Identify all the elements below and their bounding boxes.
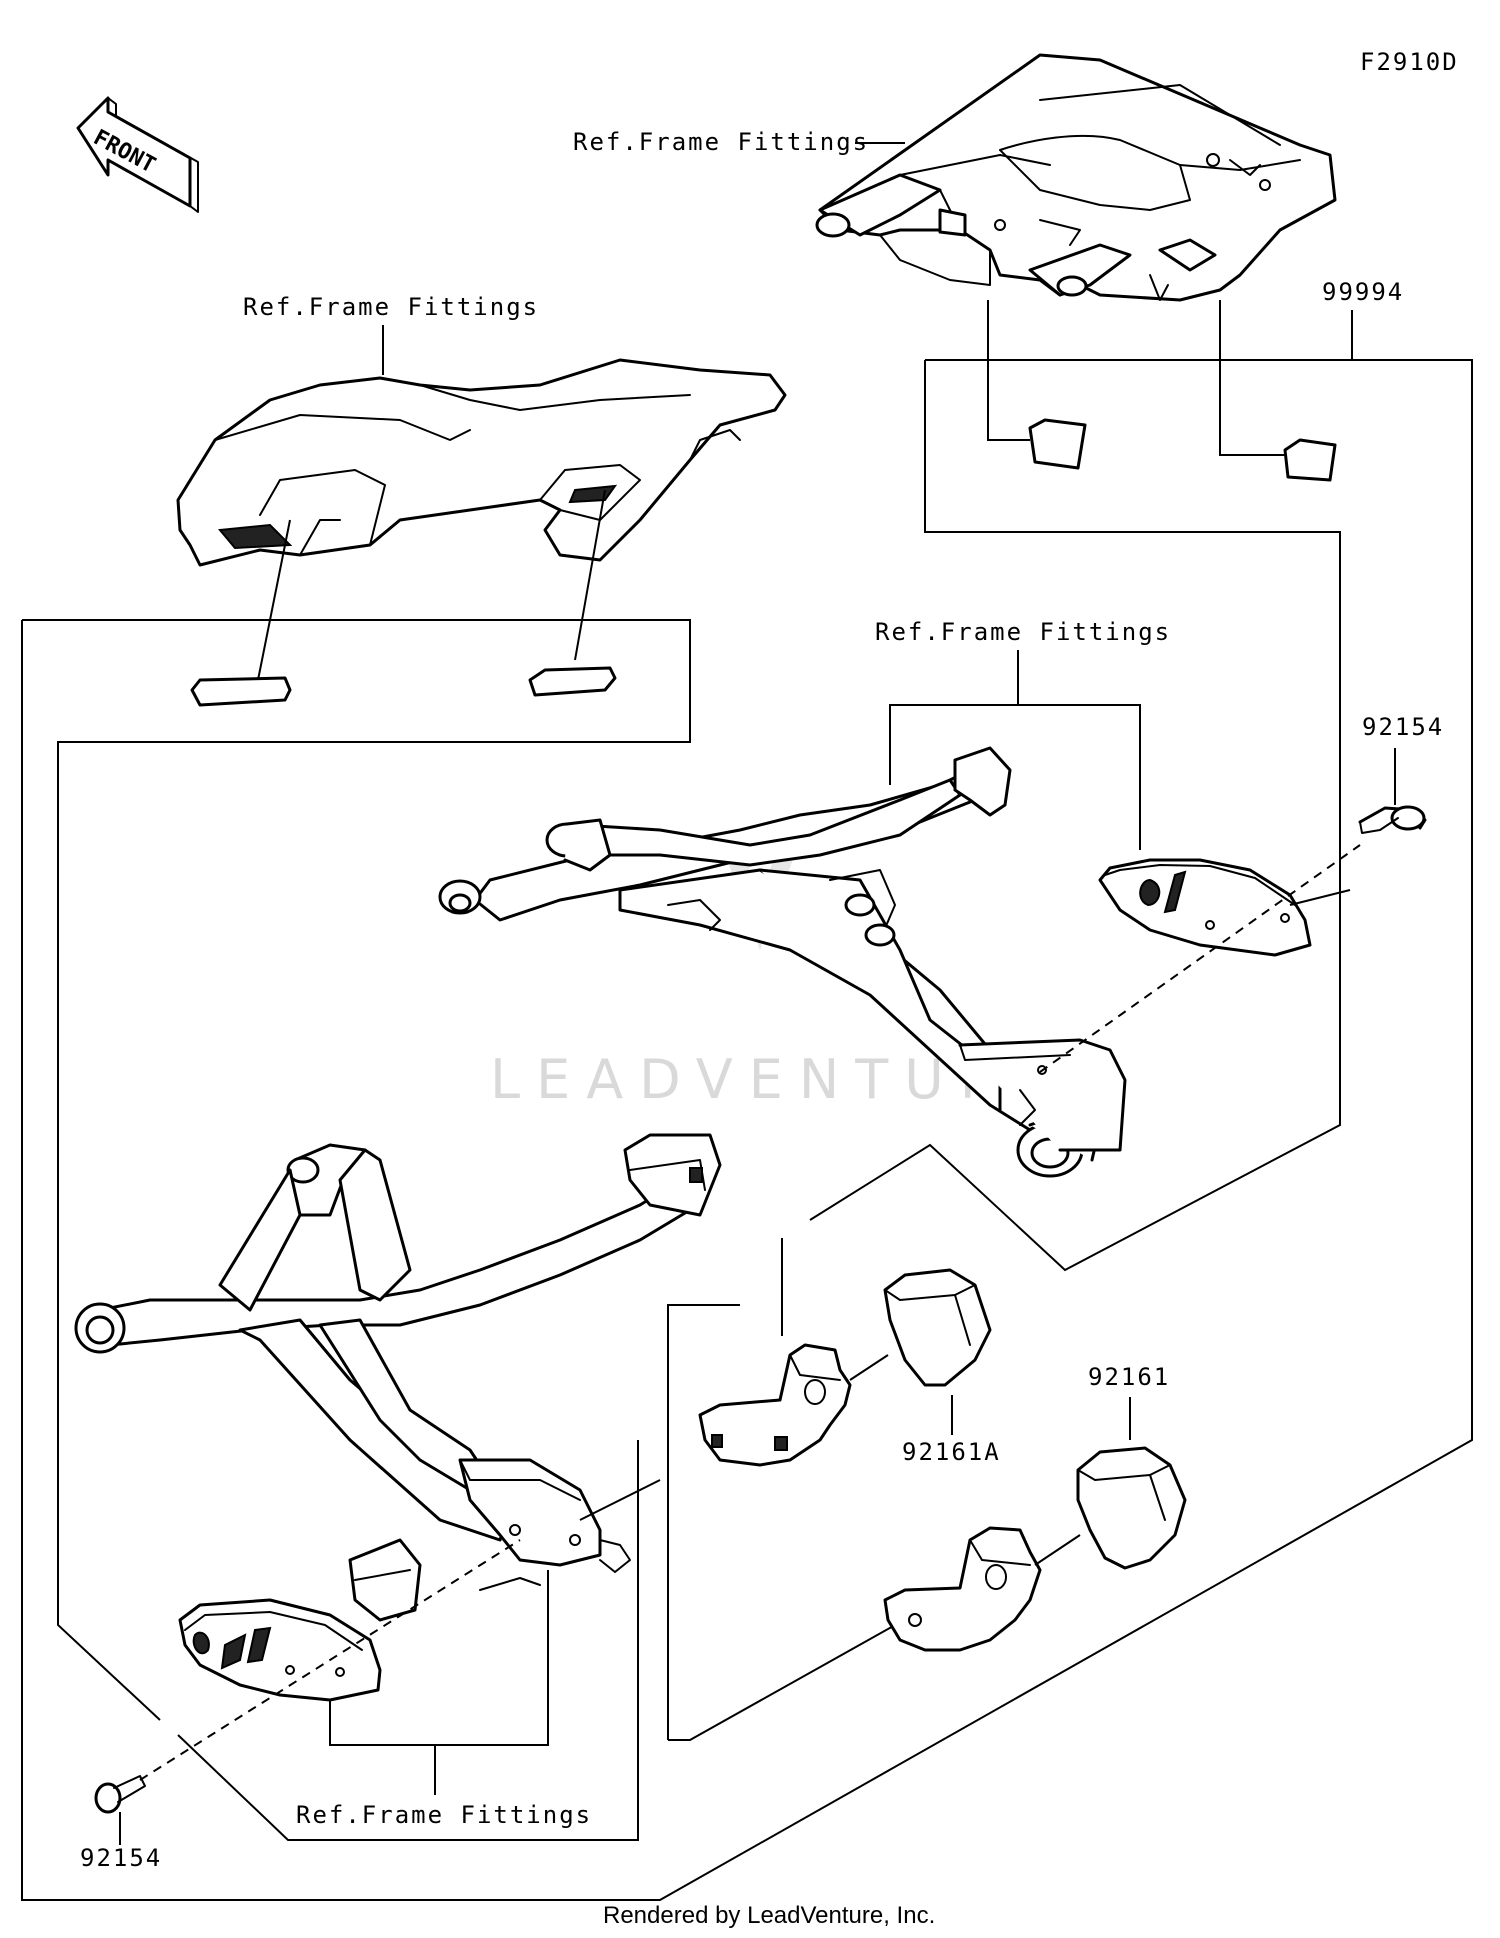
leader-line (1034, 1534, 1081, 1566)
clip-part (1283, 438, 1337, 482)
right-footrest-plate-part (1098, 858, 1312, 957)
label-99994: 99994 (1322, 278, 1404, 306)
label-92154-right: 92154 (1362, 713, 1444, 741)
label-92154-left: 92154 (80, 1844, 162, 1872)
slider-bracket-upper-part (698, 1343, 852, 1467)
watermark-logo-icon (720, 840, 800, 950)
label-ref-frame-bottom: Ref.Frame Fittings (296, 1801, 592, 1829)
assembly-dashed-line (139, 1539, 521, 1781)
label-92161A: 92161A (902, 1438, 1001, 1466)
leader-line (579, 1479, 661, 1521)
leader-line (574, 489, 606, 661)
rear-frame-part (815, 53, 1337, 302)
tail-cowl-part (176, 358, 787, 567)
slider-bracket-lower-part (883, 1526, 1042, 1652)
bolt-92154-right-part (1358, 805, 1427, 834)
footer-credit: Rendered by LeadVenture, Inc. (603, 1902, 935, 1929)
right-frame-bracket-part (438, 746, 1127, 1178)
left-footrest-plate-part (178, 1598, 382, 1702)
label-ref-frame-top-right: Ref.Frame Fittings (573, 128, 869, 156)
group-bracket-line (177, 1440, 639, 1841)
clip-part (528, 666, 617, 697)
watermark: LEADVENTURE (490, 840, 1047, 1111)
leader-line (434, 1570, 549, 1795)
leader-line (849, 1354, 889, 1381)
slider-92161A-part (883, 1268, 992, 1387)
front-arrow-icon: FRONT (76, 96, 199, 213)
clip-part (1028, 418, 1087, 470)
group-bracket-line (809, 360, 1341, 1272)
group-bracket-line (21, 620, 1473, 1901)
slider-92161-part (1076, 1446, 1187, 1570)
bolt-92154-left-part (94, 1775, 146, 1814)
label-ref-frame-mid-right: Ref.Frame Fittings (875, 618, 1171, 646)
group-bracket-line (925, 359, 1473, 860)
label-ref-frame-top-left: Ref.Frame Fittings (243, 293, 539, 321)
leader-line (889, 650, 1019, 785)
group-bracket-line (22, 619, 691, 1721)
leader-line (1289, 889, 1351, 906)
diagram-code: F2910D (1360, 48, 1459, 76)
assembly-dashed-line (1039, 844, 1361, 1073)
left-frame-bracket-part (74, 1133, 722, 1622)
leader-line (987, 300, 1030, 441)
leader-line (257, 519, 291, 681)
leader-line (1018, 704, 1141, 850)
group-bracket-line (667, 1304, 740, 1740)
leader-line (329, 1700, 435, 1746)
leader-line (1219, 300, 1285, 456)
clip-part (190, 676, 292, 707)
label-92161: 92161 (1088, 1363, 1170, 1391)
